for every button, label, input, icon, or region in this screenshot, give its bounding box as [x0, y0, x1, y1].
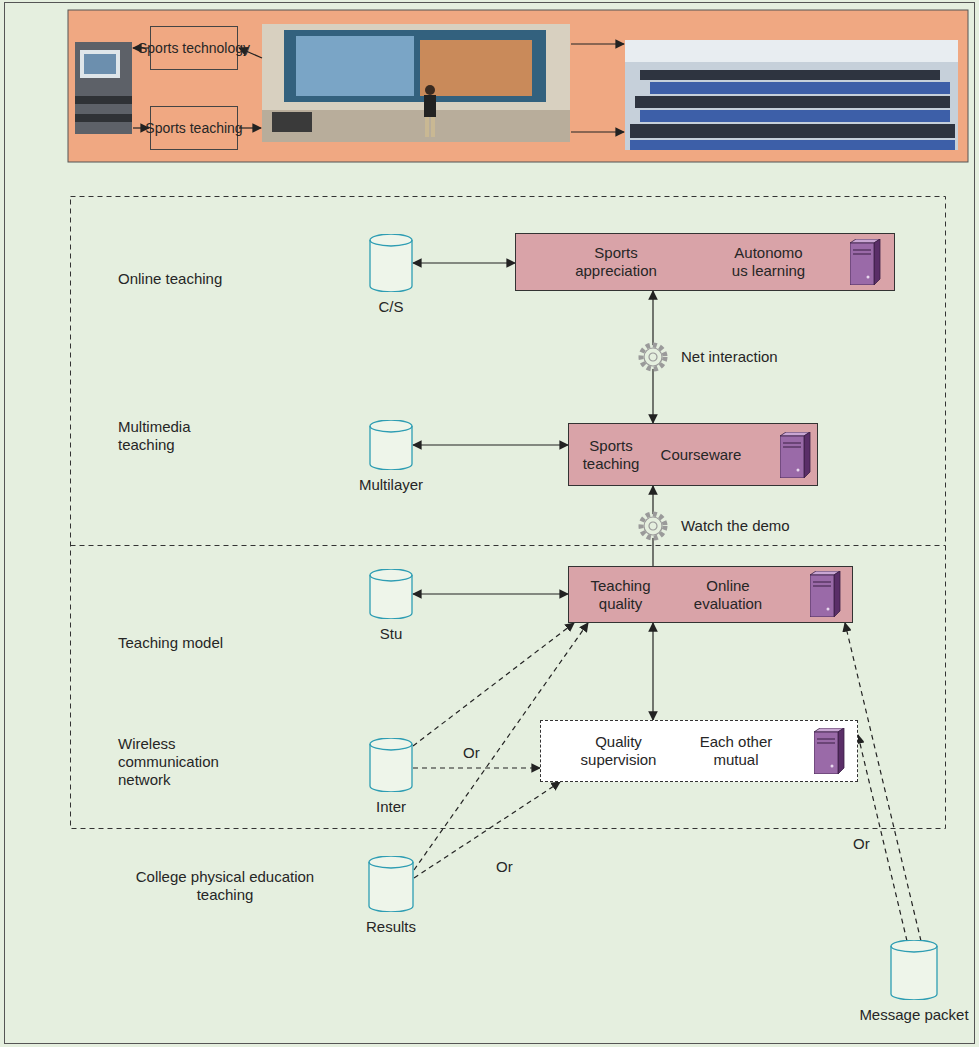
database-label: Inter	[376, 798, 406, 816]
box-text: Teaching quality	[583, 577, 658, 613]
dashed-regions	[71, 197, 946, 829]
cylinder-shape	[890, 940, 938, 1000]
photo-center	[262, 24, 570, 142]
photo-left	[75, 42, 132, 134]
database-label: Results	[366, 918, 416, 936]
process-box: Sports technology	[150, 26, 238, 70]
gear-icon	[641, 345, 665, 369]
database-label: Stu	[380, 625, 403, 643]
dashed-connector	[845, 623, 921, 941]
dashed-process-box: Quality supervision Each other mutual	[540, 720, 858, 782]
outer-frame	[5, 3, 975, 1044]
database-label: C/S	[378, 298, 403, 316]
connector-arrow	[413, 593, 568, 594]
database-label: Multilayer	[359, 476, 423, 494]
cylinder-shape	[369, 234, 413, 292]
box-text: Courseware	[657, 446, 745, 464]
photo-panel	[68, 10, 968, 162]
database-cylinder: Multilayer	[351, 420, 431, 494]
photo-right	[625, 40, 958, 150]
database-cylinder: Message packet	[855, 940, 973, 1024]
edge-label: Watch the demo	[681, 517, 790, 535]
box-text: Online evaluation	[688, 577, 768, 613]
section-label: Wireless communication network	[118, 735, 230, 789]
gear-icon	[641, 514, 665, 538]
cylinder-shape	[369, 569, 413, 619]
server-icon	[850, 239, 880, 285]
server-icon	[780, 432, 810, 478]
process-box: Sports teaching	[150, 106, 238, 150]
cylinder-shape	[369, 738, 413, 792]
connector-arrow	[413, 444, 568, 445]
edge-label: Net interaction	[681, 348, 778, 366]
box-text: Each other mutual	[691, 733, 781, 769]
database-cylinder: Results	[360, 856, 422, 936]
section-label: Multimedia teaching	[118, 418, 218, 454]
box-text: Sports technology	[138, 40, 250, 56]
box-text: Sports teaching	[577, 437, 645, 473]
or-label: Or	[462, 744, 481, 762]
database-cylinder: C/S	[365, 234, 417, 316]
process-box: Sports appreciation Autonomo us learning	[515, 233, 895, 291]
server-icon	[810, 571, 840, 617]
connector-arrow	[413, 262, 515, 263]
server-icon	[814, 728, 844, 774]
dashed-connector	[414, 782, 560, 878]
section-label: Online teaching	[118, 270, 278, 288]
database-cylinder: Stu	[365, 569, 417, 643]
or-label: Or	[495, 858, 514, 876]
box-text: Autonomo us learning	[726, 244, 811, 280]
database-cylinder: Inter	[365, 738, 417, 816]
section-label: Teaching model	[118, 634, 278, 652]
connector-arrow	[652, 623, 653, 720]
dashed-connector	[413, 767, 540, 768]
box-text: Sports appreciation	[566, 244, 666, 280]
box-text: Sports teaching	[145, 120, 242, 136]
cylinder-shape	[368, 856, 414, 912]
box-text: Quality supervision	[571, 733, 666, 769]
cylinder-shape	[369, 420, 413, 470]
section-label: College physical education teaching	[120, 868, 330, 904]
database-label: Message packet	[859, 1006, 968, 1024]
or-label: Or	[852, 835, 871, 853]
